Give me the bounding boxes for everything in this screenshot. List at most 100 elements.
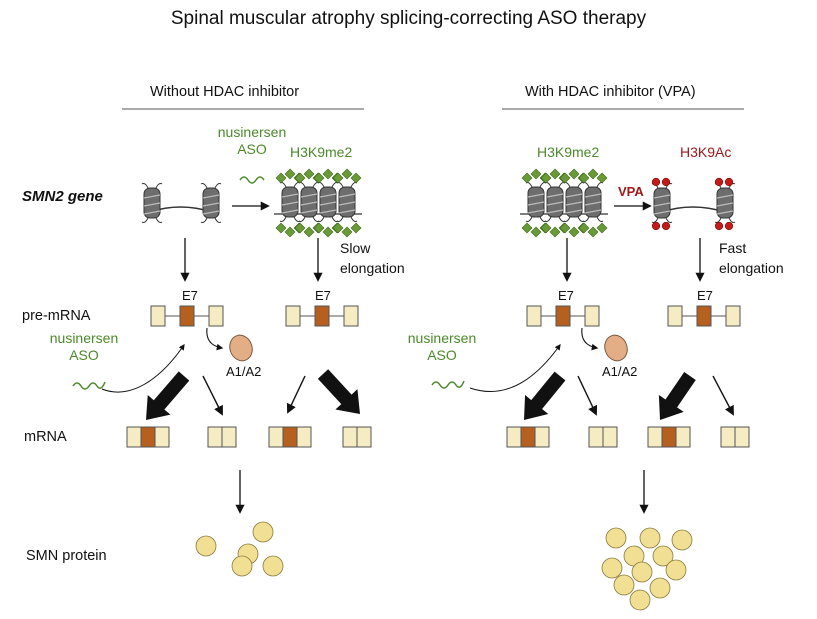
- pre-mrna-2: [285, 305, 359, 327]
- exon-8: [296, 426, 312, 448]
- dna-wrap: [653, 202, 671, 207]
- smn-protein: [665, 559, 687, 581]
- histone-tail: [317, 216, 325, 222]
- acetyl-mark: [651, 221, 661, 231]
- thin-arrow-skipping-4: [712, 375, 734, 416]
- exon-6: [342, 426, 358, 448]
- aso-label-right-2: ASO: [427, 347, 457, 363]
- dna-wrap: [527, 193, 545, 198]
- acetyl-mark: [661, 177, 671, 187]
- acetyl-mark: [714, 221, 724, 231]
- methyl-mark: [313, 222, 325, 234]
- dna-wrap: [716, 202, 734, 207]
- methyl-mark: [284, 168, 296, 180]
- nucleosome: [544, 182, 566, 222]
- methyl-mark: [596, 222, 608, 234]
- dna-wrap: [546, 209, 564, 214]
- smn-protein: [231, 555, 253, 577]
- methyl-mark: [303, 226, 315, 238]
- exon-8: [221, 426, 237, 448]
- acetyl-mark: [724, 221, 734, 231]
- exon-8: [602, 426, 618, 448]
- exon-7: [555, 305, 571, 327]
- smn-protein: [262, 555, 284, 577]
- methyl-mark: [322, 168, 334, 180]
- methyl-mark: [587, 226, 599, 238]
- mark-h3k9ac: H3K9Ac: [680, 144, 732, 160]
- thick-arrow-inclusion-4: [658, 372, 696, 420]
- aso-label-top-1: nusinersen: [217, 124, 287, 140]
- left-header: Without HDAC inhibitor: [150, 84, 300, 100]
- exon-7: [140, 426, 156, 448]
- smn-protein: [652, 545, 674, 567]
- methyl-mark: [540, 222, 552, 234]
- smn-protein: [629, 589, 651, 611]
- methyl-mark: [332, 222, 344, 234]
- exon-6: [588, 426, 604, 448]
- methyl-mark: [540, 172, 552, 184]
- aso-arrow-right: [469, 344, 561, 392]
- hnrnp-a1-a2-left: [229, 334, 253, 362]
- mrna-delta7-2: [342, 426, 372, 448]
- dna-wrap: [716, 210, 734, 215]
- histone-tail: [141, 217, 149, 223]
- methyl-mark: [332, 172, 344, 184]
- dna-wrap: [338, 201, 356, 206]
- hnrnp-binding-arrow-left: [206, 327, 224, 351]
- exon-6: [506, 426, 522, 448]
- histone-tail: [331, 216, 339, 222]
- dna-wrap: [281, 193, 299, 198]
- histone-tail: [544, 216, 552, 222]
- histone-tail: [577, 216, 585, 222]
- mrna-full-length-4: [647, 426, 691, 448]
- dna-wrap: [527, 209, 545, 214]
- mrna-delta7-4: [720, 426, 750, 448]
- histone-tail: [714, 217, 722, 223]
- methyl-mark: [578, 172, 590, 184]
- methyl-mark: [350, 222, 362, 234]
- dna-wrap: [143, 202, 161, 207]
- mrna-full-length-1: [126, 426, 170, 448]
- methyl-mark: [521, 172, 533, 184]
- aso-label-left-1: nusinersen: [49, 330, 119, 346]
- right-header: With HDAC inhibitor (VPA): [525, 84, 696, 100]
- histone-tail: [279, 216, 287, 222]
- row-label-gene: SMN2 gene: [22, 188, 103, 205]
- smn-protein: [601, 557, 623, 579]
- methyl-mark: [549, 226, 561, 238]
- nucleosome: [714, 183, 736, 223]
- methyl-mark: [341, 168, 353, 180]
- smn2-gene-methylated-chromatin: [274, 168, 362, 238]
- exon-label-4: E7: [697, 288, 713, 303]
- dna-wrap: [565, 209, 583, 214]
- row-label-mrna: mRNA: [24, 429, 67, 445]
- dna-wrap: [281, 209, 299, 214]
- smn-protein: [631, 561, 653, 583]
- exon-6: [667, 305, 683, 327]
- nucleosome: [298, 182, 320, 222]
- histone-tail: [651, 217, 659, 223]
- mark-h3k9me2-left: H3K9me2: [290, 144, 353, 160]
- dna-wrap: [584, 193, 602, 198]
- smn-protein: [252, 521, 274, 543]
- pre-mrna-3: [526, 305, 600, 327]
- methyl-mark: [568, 226, 580, 238]
- histone-tail: [336, 216, 344, 222]
- row-label-pre-mrna: pre-mRNA: [22, 308, 91, 324]
- exon-6: [207, 426, 223, 448]
- aso-squiggle-top: [239, 176, 265, 184]
- exon-8: [584, 305, 600, 327]
- smn-protein: [649, 577, 671, 599]
- exon-7: [314, 305, 330, 327]
- exon-8: [208, 305, 224, 327]
- exon-6: [526, 305, 542, 327]
- dna-wrap: [653, 210, 671, 215]
- histone-tail: [728, 217, 736, 223]
- histone-tail: [596, 216, 604, 222]
- exon-8: [725, 305, 741, 327]
- dna-wrap: [565, 201, 583, 206]
- hnrnp-label-right: A1/A2: [602, 364, 638, 379]
- dna-wrap: [546, 193, 564, 198]
- dna-wrap: [584, 201, 602, 206]
- histone-tail: [525, 216, 533, 222]
